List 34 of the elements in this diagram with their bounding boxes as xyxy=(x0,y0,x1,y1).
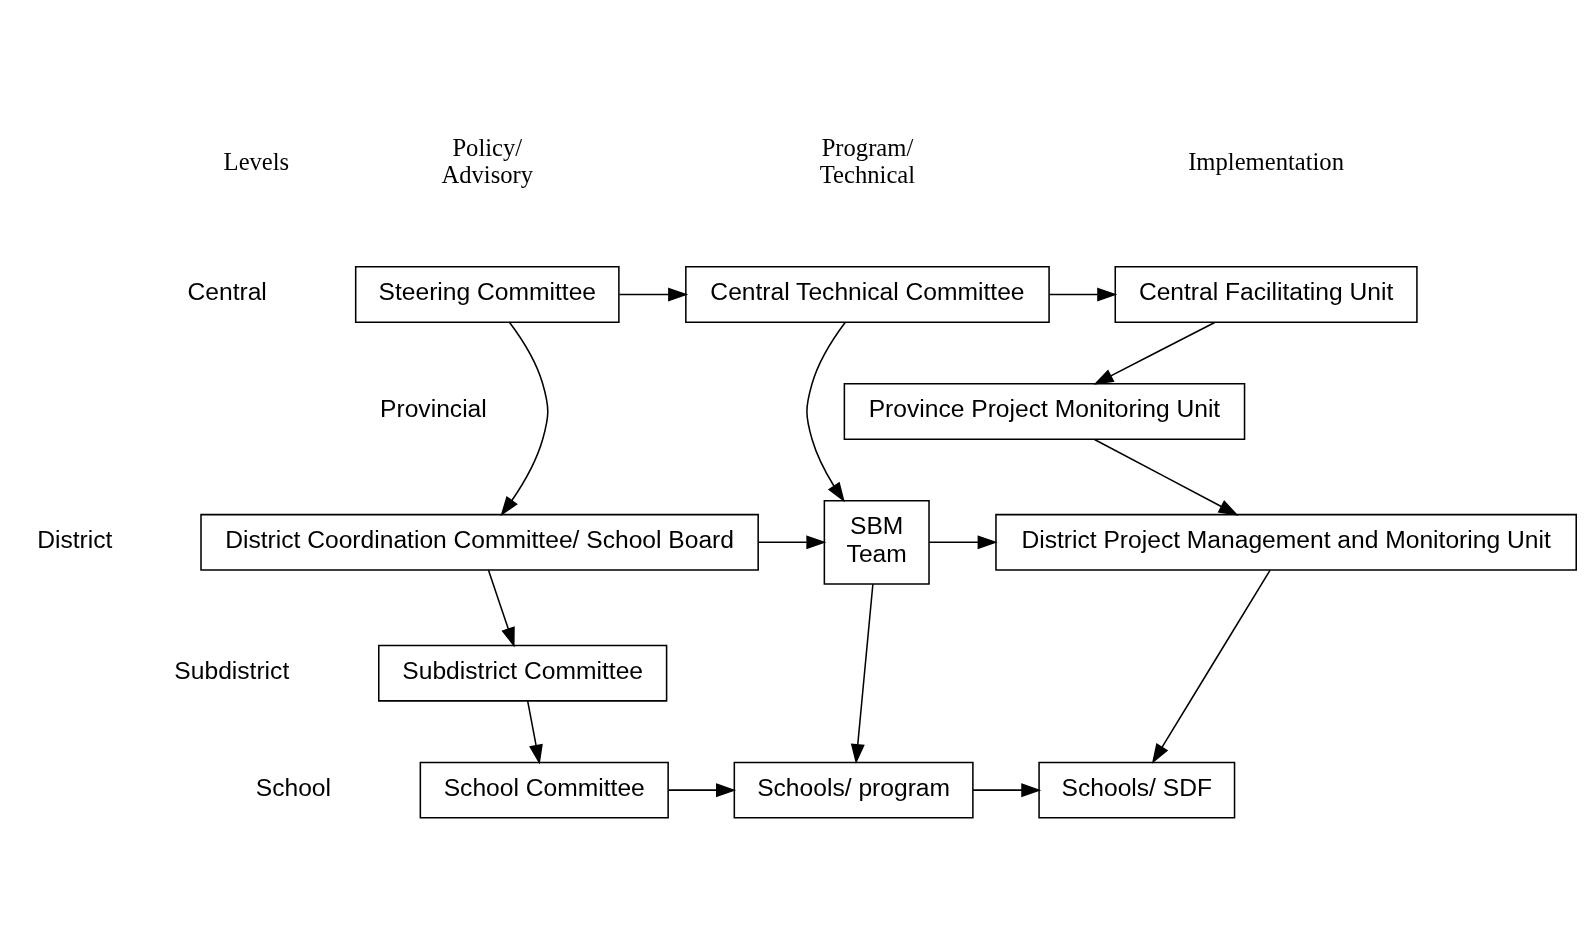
label: Subdistrict xyxy=(174,656,290,684)
arrow xyxy=(806,321,846,502)
label: Central xyxy=(187,277,267,305)
node-box: Province Project Monitoring Unit xyxy=(843,382,1246,440)
node-box: Central Technical Committee xyxy=(685,265,1050,323)
node-box: Schools/ SDF xyxy=(1038,761,1236,819)
arrow xyxy=(757,534,827,549)
node-box: Subdistrict Committee xyxy=(378,644,668,702)
arrow xyxy=(526,699,543,765)
label: Program/ Technical xyxy=(819,133,916,188)
node-box: Central Facilitating Unit xyxy=(1114,265,1418,323)
arrow xyxy=(1093,321,1216,385)
arrow xyxy=(850,583,874,764)
node-box: District Coordination Committee/ School Board xyxy=(200,513,759,571)
arrow xyxy=(500,321,549,516)
arrow xyxy=(618,287,689,302)
label: School xyxy=(255,773,331,801)
arrow xyxy=(667,782,737,797)
node-box: Schools/ program xyxy=(733,761,974,819)
label: Provincial xyxy=(380,394,487,422)
arrow xyxy=(1151,568,1271,764)
arrow xyxy=(972,782,1042,797)
label: Implementation xyxy=(1188,147,1344,175)
arrow xyxy=(1048,287,1118,302)
node-box: Steering Committee xyxy=(354,265,620,323)
label: Levels xyxy=(223,147,290,175)
label: Policy/ Advisory xyxy=(441,133,534,188)
arrow xyxy=(1093,438,1239,516)
arrow xyxy=(487,569,515,647)
node-box: SBM Team xyxy=(823,499,930,585)
node-box: School Committee xyxy=(419,761,669,819)
label: District xyxy=(37,525,113,553)
node-box: District Project Management and Monitoring Unit xyxy=(995,513,1577,571)
arrow xyxy=(928,534,998,549)
